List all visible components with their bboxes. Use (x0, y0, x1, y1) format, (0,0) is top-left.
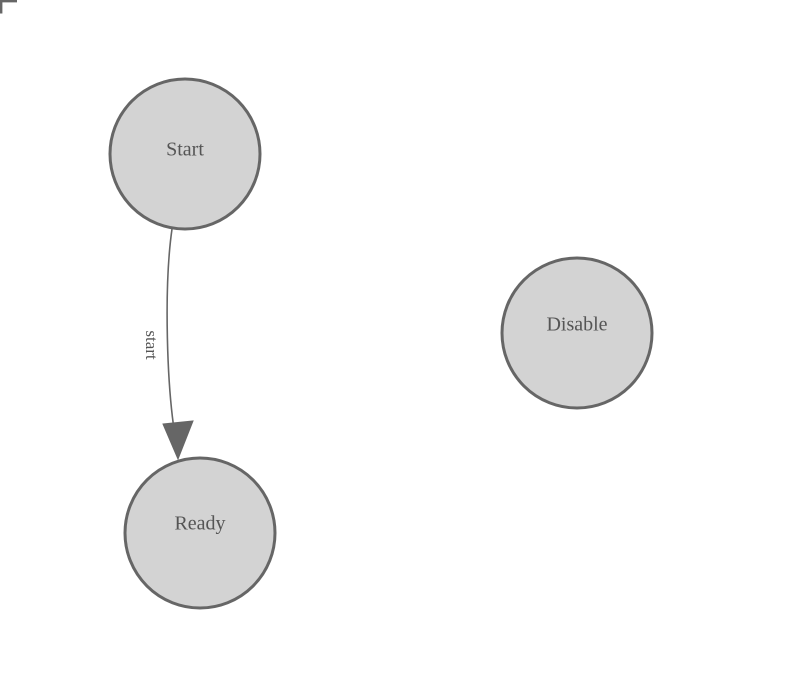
node-ready-shape[interactable] (123, 456, 277, 610)
node-start-shape[interactable] (108, 77, 262, 231)
node-start-label: Start (166, 139, 204, 161)
corner-mark-icon (0, 0, 17, 14)
node-disable-label: Disable (546, 314, 607, 336)
arrowhead-icon (162, 420, 194, 461)
edge-line (166, 228, 178, 448)
node-ready-label: Ready (174, 513, 225, 535)
node-start[interactable]: Start (108, 77, 262, 231)
edge-start-to-ready[interactable]: start (142, 228, 194, 461)
edge-label-start: start (142, 330, 161, 360)
node-ready[interactable]: Ready (123, 456, 277, 610)
node-disable-shape[interactable] (500, 256, 654, 410)
node-disable[interactable]: Disable (500, 256, 654, 410)
